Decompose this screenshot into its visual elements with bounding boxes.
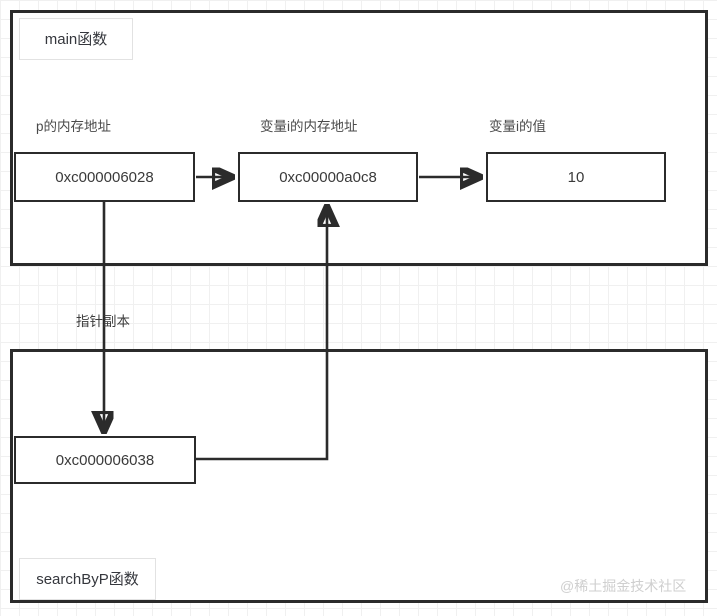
box-p-address-value: 0xc000006028 xyxy=(55,168,154,186)
box-i-value-value: 10 xyxy=(567,168,585,186)
panel-tag-main: main函数 xyxy=(19,18,133,60)
box-pointer-copy: 0xc000006038 xyxy=(14,436,196,484)
edge-label-pointer-copy: 指针副本 xyxy=(76,314,130,329)
box-p-address: 0xc000006028 xyxy=(14,152,195,202)
box-pointer-copy-value: 0xc000006038 xyxy=(55,451,155,469)
caption-i-value: 变量i的值 xyxy=(489,119,546,134)
panel-tag-searchbyp: searchByP函数 xyxy=(19,558,156,600)
caption-p-address: p的内存地址 xyxy=(36,119,112,134)
watermark: @稀土掘金技术社区 xyxy=(560,578,687,594)
caption-i-address: 变量i的内存地址 xyxy=(260,119,358,134)
box-i-address-value: 0xc00000a0c8 xyxy=(279,168,377,186)
panel-tag-main-label: main函数 xyxy=(44,30,108,48)
box-i-address: 0xc00000a0c8 xyxy=(238,152,418,202)
box-i-value: 10 xyxy=(486,152,666,202)
panel-tag-searchbyp-label: searchByP函数 xyxy=(36,570,139,588)
